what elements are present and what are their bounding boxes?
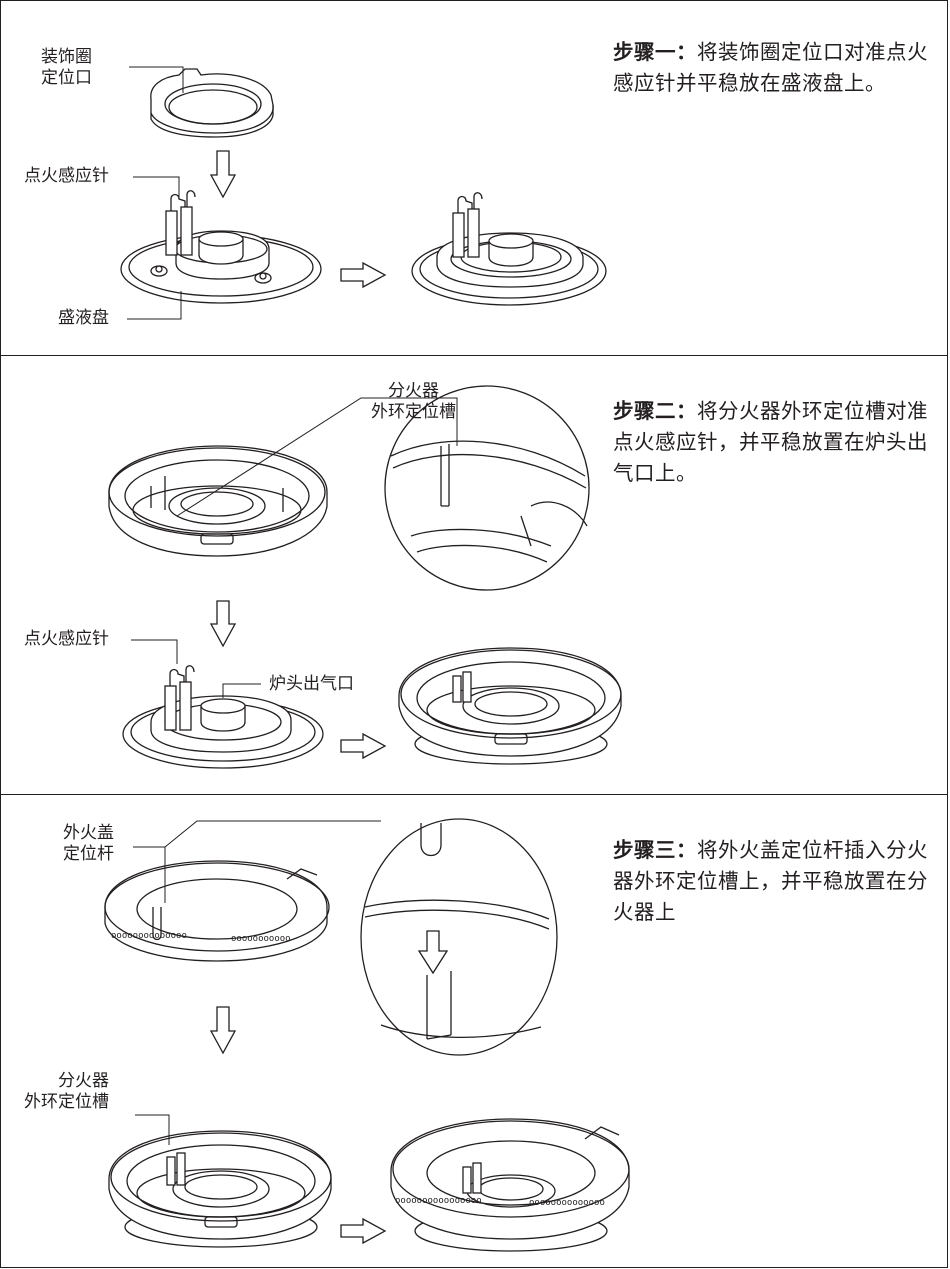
svg-text:oooooooooooooo: oooooooooooooo <box>529 1198 605 1208</box>
step-2-text: 将分火器外环定位槽对准点火感应针，并平稳放置在炉头出气口上。 <box>613 399 928 485</box>
step-3-text: 将外火盖定位杆插入分火器外环定位槽上，并平稳放置在分火器上 <box>613 838 928 924</box>
leader-lines <box>133 820 381 1145</box>
down-arrow <box>209 600 237 648</box>
step-3-instruction: 步骤三：将外火盖定位杆插入分火器外环定位槽上，并平稳放置在分火器上 <box>613 835 943 928</box>
label-outer-cap-rod: 外火盖定位杆 <box>63 823 114 864</box>
label-burner-outlet: 炉头出气口 <box>269 674 354 694</box>
step-1-title: 步骤一： <box>613 40 697 64</box>
step-2-title: 步骤二： <box>613 399 697 423</box>
down-arrow <box>209 150 237 199</box>
step-2-panel: 分火器外环定位槽 点火感应针 炉头出气口 步骤二：将分火器外环定位槽对准点火感应… <box>0 355 948 795</box>
liquid-tray <box>120 190 322 304</box>
step-3-panel: oooooooooooooo ooooooooooo <box>0 794 948 1268</box>
assembled-burner: oooooooooooooooo oooooooooooooo <box>390 1118 630 1252</box>
right-arrow <box>340 261 387 289</box>
distributor-on-tray <box>108 1130 332 1248</box>
step-2-illustration <box>108 385 622 769</box>
step-1-panel: 装饰圈定位口 点火感应针 盛液盘 步骤一：将装饰圈定位口对准点火感应针并平稳放在… <box>0 0 948 356</box>
leader-lines <box>131 397 458 698</box>
right-arrow <box>340 732 387 760</box>
label-ignition-needle: 点火感应针 <box>24 166 109 186</box>
assembled-distributor <box>398 647 622 765</box>
label-liquid-tray: 盛液盘 <box>58 308 109 328</box>
step-1-text: 将装饰圈定位口对准点火感应针并平稳放在盛液盘上。 <box>613 40 928 95</box>
tray-with-ring <box>122 665 324 769</box>
label-decorative-ring-slot: 装饰圈定位口 <box>41 47 92 88</box>
down-arrow <box>209 1006 237 1055</box>
step-1-instruction: 步骤一：将装饰圈定位口对准点火感应针并平稳放在盛液盘上。 <box>613 37 943 99</box>
decorative-ring <box>150 68 274 138</box>
label-distributor-slot: 分火器外环定位槽 <box>371 381 456 422</box>
zoom-detail <box>360 818 558 1056</box>
step-3-illustration: oooooooooooooo ooooooooooo <box>104 818 630 1252</box>
zoom-detail <box>384 385 590 591</box>
label-ignition-needle: 点火感应针 <box>24 629 109 649</box>
svg-text:ooooooooooo: ooooooooooo <box>231 934 291 944</box>
distributor <box>108 445 328 557</box>
step-2-instruction: 步骤二：将分火器外环定位槽对准点火感应针，并平稳放置在炉头出气口上。 <box>613 396 943 489</box>
svg-text:oooooooooooooooo: oooooooooooooooo <box>395 1196 482 1206</box>
svg-text:oooooooooooooo: oooooooooooooo <box>111 931 187 941</box>
step-3-title: 步骤三： <box>613 838 697 862</box>
outer-fire-cap: oooooooooooooo ooooooooooo <box>104 860 330 962</box>
label-distributor-slot: 分火器外环定位槽 <box>24 1071 109 1112</box>
step-1-illustration <box>120 66 607 320</box>
assembled-tray <box>411 192 607 306</box>
leader-lines <box>127 66 184 320</box>
right-arrow <box>340 1217 387 1245</box>
